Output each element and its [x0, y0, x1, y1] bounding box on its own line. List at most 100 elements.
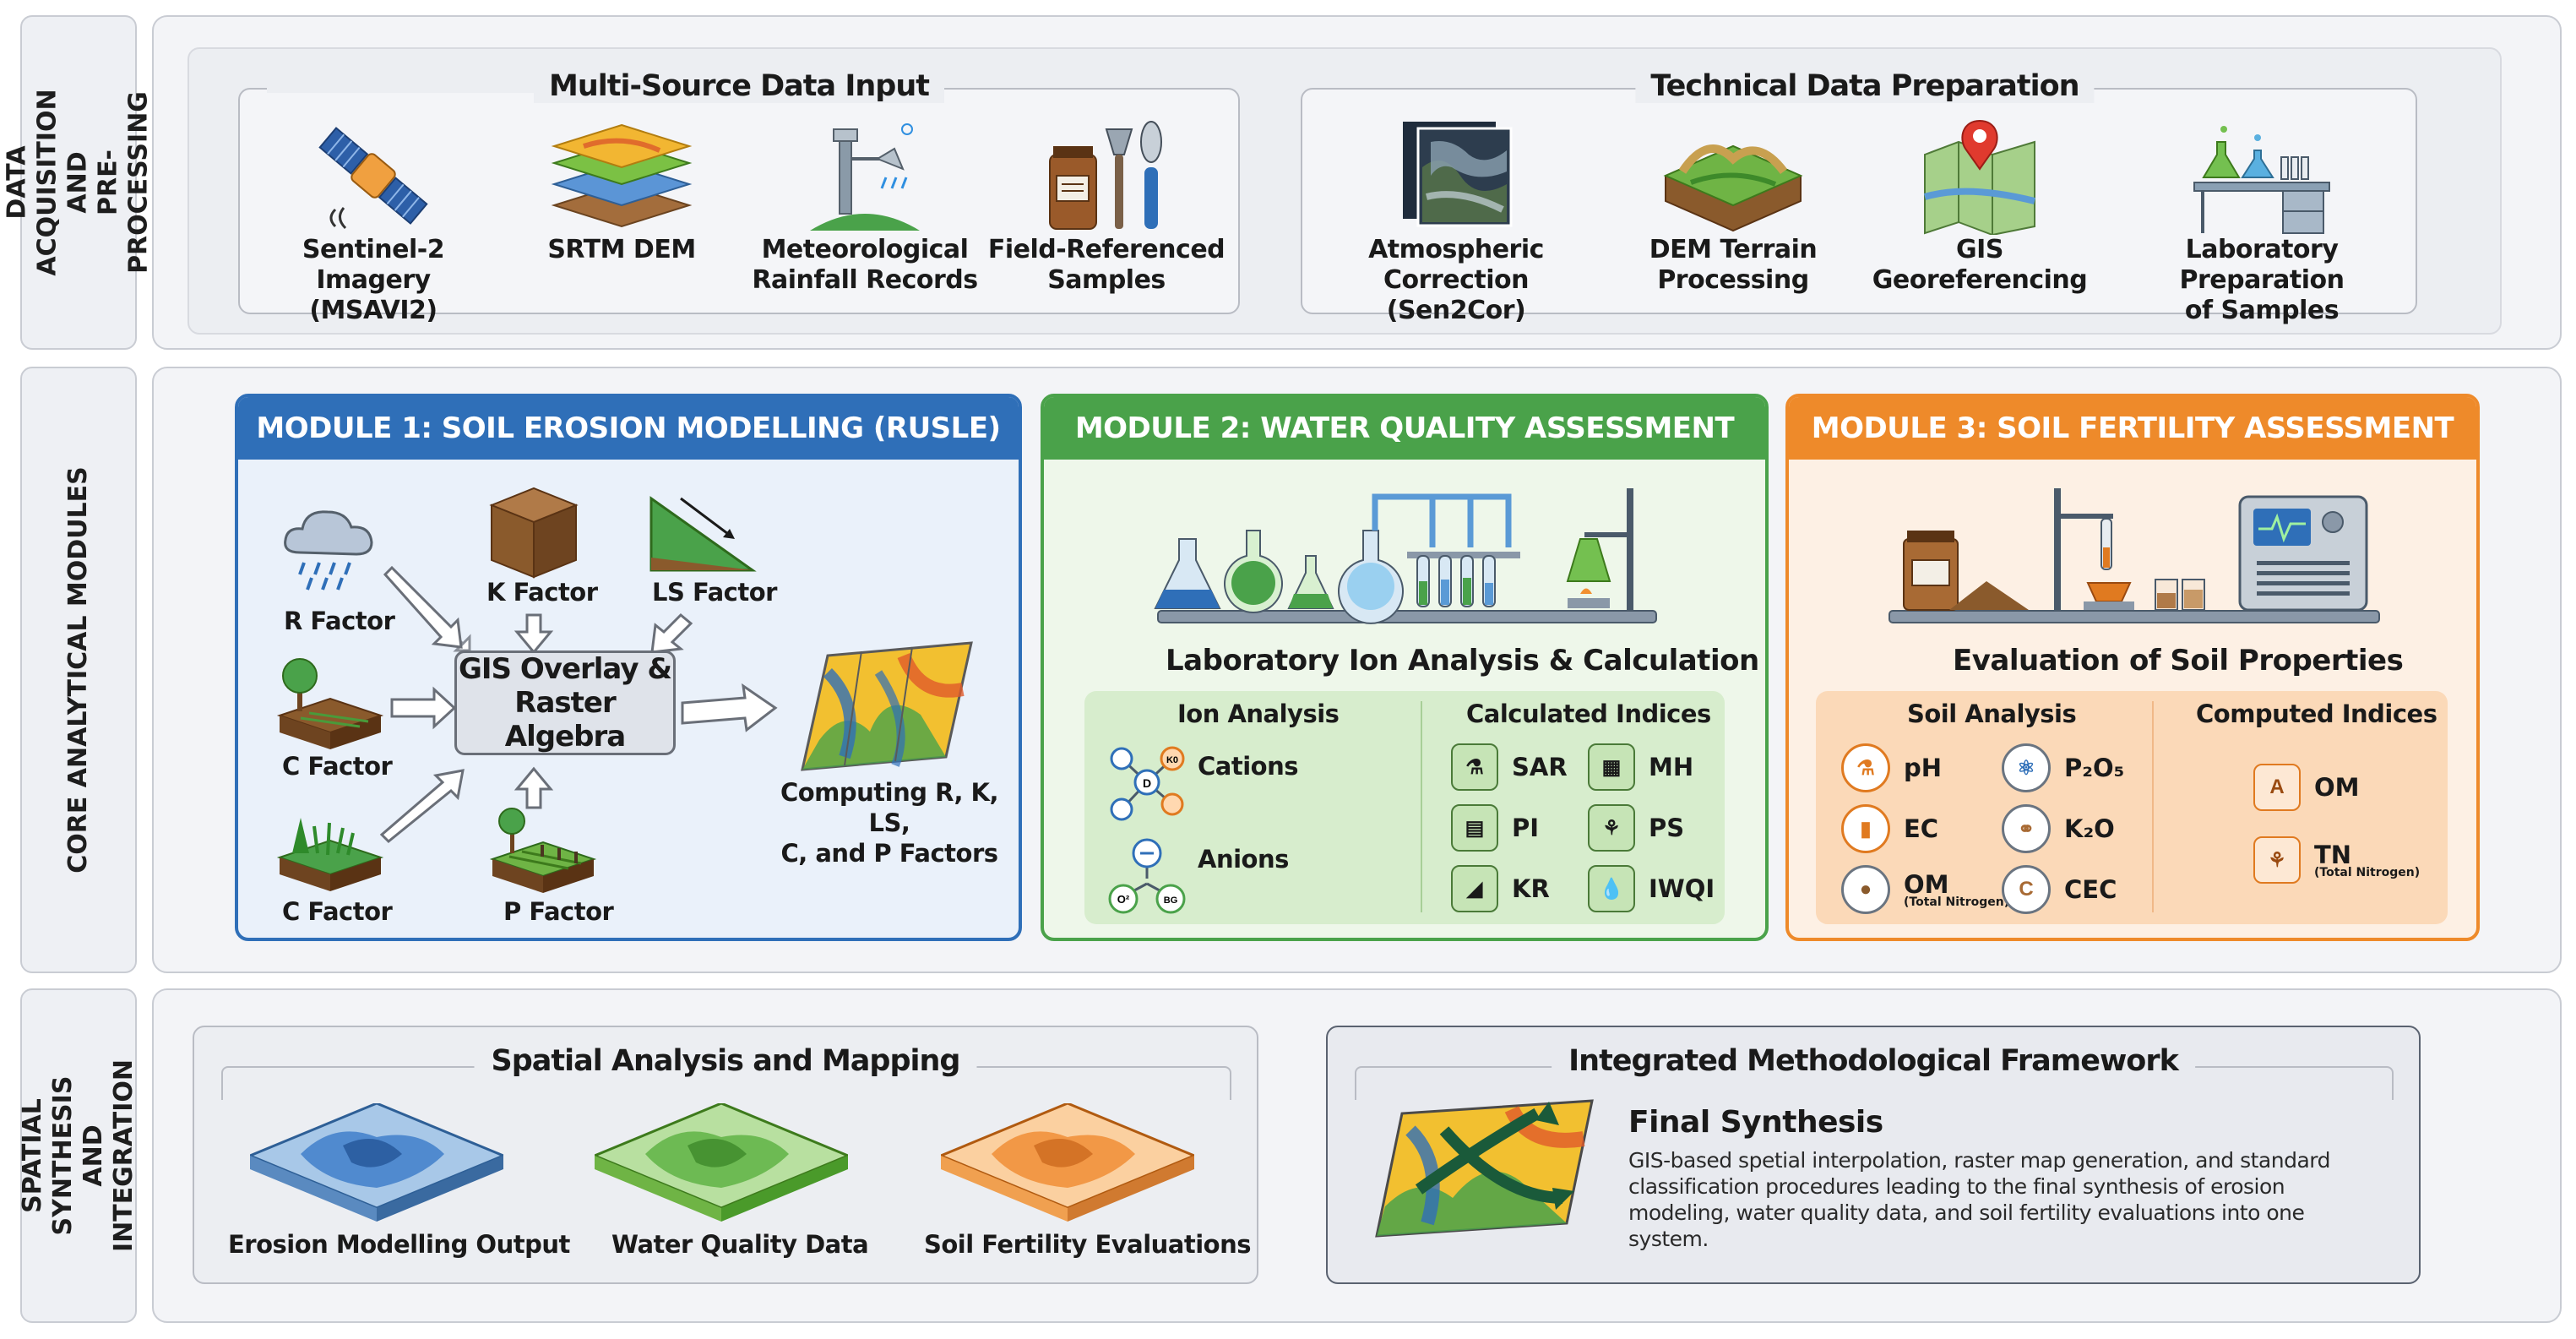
terrace-icon: [488, 796, 598, 901]
layers-icon: [495, 108, 748, 235]
soil-cec: C CEC: [2002, 865, 2117, 914]
soil-ec: ▮ EC: [1841, 804, 1938, 853]
computed-tn-text: TN: [2314, 841, 2352, 869]
soil-cec-label: CEC: [2064, 875, 2117, 904]
index-ps: ⚘ PS: [1588, 804, 1684, 852]
anion-molecule-icon: O² BG: [1100, 836, 1193, 922]
item-rainfall: Meteorological Rainfall Records: [738, 108, 992, 296]
index-sar: ⚗ SAR: [1451, 743, 1568, 791]
soil-k2o-label: K₂O: [2064, 814, 2115, 843]
band-label-core-text: CORE ANALYTICAL MODULES: [63, 466, 93, 874]
final-synthesis-heading: Final Synthesis: [1628, 1105, 1883, 1140]
satellite-image-icon: [1329, 108, 1583, 235]
computed-om-label: OM: [2314, 773, 2360, 802]
index-mh: ▦ MH: [1588, 743, 1693, 791]
final-synthesis-body: GIS-based spetial interpolation, raster …: [1628, 1148, 2331, 1251]
ps-icon: ⚘: [1588, 804, 1635, 852]
module2-divider: [1421, 701, 1422, 912]
svg-text:BG: BG: [1164, 895, 1178, 906]
kr-icon: ◢: [1451, 865, 1498, 912]
k-factor-label: K Factor: [486, 578, 598, 607]
satellite-icon: [247, 108, 500, 235]
calculated-indices-header: Calculated Indices: [1466, 699, 1711, 728]
c-factor-1-label: C Factor: [282, 752, 393, 781]
index-kr: ◢ KR: [1451, 865, 1550, 912]
svg-text:K0: K0: [1166, 755, 1178, 765]
soil-ph-label: pH: [1904, 754, 1943, 782]
soil-om-note: (Total Nitrogen): [1904, 895, 2010, 909]
svg-text:O²: O²: [1117, 893, 1130, 906]
item-georef-label: GIS Georeferencing: [1872, 235, 2088, 295]
grass-plot-icon: [275, 794, 385, 900]
index-mh-label: MH: [1649, 753, 1694, 781]
soil-fertility-map-icon: [937, 1102, 1198, 1226]
item-field-samples: Field-Referenced Samples: [980, 108, 1233, 296]
cation-molecule-icon: D K0: [1100, 743, 1193, 829]
band-label-acquisition: DATA ACQUISITION AND PRE-PROCESSING: [3, 15, 154, 350]
slope-icon: [647, 490, 757, 579]
ec-tube-icon: ▮: [1841, 804, 1890, 853]
map-soil-label: Soil Fertility Evaluations: [924, 1230, 1252, 1259]
tn-index-icon: ⚘: [2253, 836, 2301, 884]
computed-tn-label: TN(Total Nitrogen): [2314, 841, 2420, 879]
item-sentinel: Sentinel-2 Imagery (MSAVI2): [247, 108, 500, 326]
ph-flask-icon: ⚗: [1841, 743, 1890, 792]
band-label-core: CORE ANALYTICAL MODULES: [20, 367, 137, 973]
item-sentinel-label: Sentinel-2 Imagery (MSAVI2): [302, 235, 445, 325]
soil-ph: ⚗ pH: [1841, 743, 1942, 792]
soil-om-text: OM: [1904, 870, 1949, 899]
soil-ec-label: EC: [1904, 814, 1939, 843]
item-atmospheric: Atmospheric Correction (Sen2Cor): [1329, 108, 1583, 326]
gis-overlay-label: GIS Overlay & Raster Algebra: [459, 652, 672, 754]
iwqi-drop-icon: 💧: [1588, 865, 1635, 912]
computed-om: A OM: [2253, 764, 2360, 811]
cec-icon: C: [2002, 865, 2051, 914]
anions-label: Anions: [1198, 845, 1289, 874]
svg-text:D: D: [1143, 776, 1151, 790]
band-label-acquisition-text: DATA ACQUISITION AND PRE-PROCESSING: [3, 89, 155, 276]
soil-lab-equipment-icon: [1885, 480, 2383, 645]
item-atmospheric-label: Atmospheric Correction (Sen2Cor): [1368, 235, 1544, 325]
gis-overlay-box: GIS Overlay & Raster Algebra: [454, 650, 676, 755]
item-srtm: SRTM DEM: [495, 108, 748, 265]
index-sar-label: SAR: [1512, 753, 1568, 781]
terrain-icon: [1606, 108, 1860, 235]
module3-subtitle: Evaluation of Soil Properties: [1953, 644, 2404, 678]
index-ps-label: PS: [1649, 814, 1685, 842]
om-index-icon: A: [2253, 764, 2301, 811]
sar-icon: ⚗: [1451, 743, 1498, 791]
module1-flow-arrows: [379, 565, 778, 844]
module2-subtitle: Laboratory Ion Analysis & Calculation: [1166, 644, 1759, 678]
framework-title: Integrated Methodological Framework: [1552, 1044, 2195, 1078]
index-iwqi: 💧 IWQI: [1588, 865, 1715, 912]
map-erosion-label: Erosion Modelling Output: [228, 1230, 570, 1259]
computed-tn: ⚘ TN(Total Nitrogen): [2253, 836, 2420, 884]
c-factor-2-label: C Factor: [282, 897, 393, 926]
map-water-label: Water Quality Data: [611, 1230, 869, 1259]
mh-icon: ▦: [1588, 743, 1635, 791]
synthesis-map-icon: [1368, 1097, 1598, 1246]
multi-source-title: Multi-Source Data Input: [534, 69, 944, 103]
item-terrain: DEM Terrain Processing: [1606, 108, 1860, 296]
output-label: Computing R, K, LS, C, and P Factors: [780, 778, 999, 868]
computed-indices-header: Computed Indices: [2196, 699, 2437, 728]
item-terrain-label: DEM Terrain Processing: [1649, 235, 1818, 295]
soil-p2o5-label: P₂O₅: [2064, 754, 2125, 782]
lab-bench-icon: [2135, 108, 2389, 235]
band-label-spatial: SPATIAL SYNTHESIS AND INTEGRATION: [18, 988, 139, 1323]
k2o-icon: ⚭: [2002, 804, 2051, 853]
soil-om: ● OM(Total Nitrogen): [1841, 865, 2009, 914]
spatial-title: Spatial Analysis and Mapping: [474, 1044, 977, 1078]
index-pi-label: PI: [1512, 814, 1540, 842]
sample-tools-icon: [980, 108, 1233, 235]
soil-analysis-header: Soil Analysis: [1907, 699, 2077, 728]
band-label-spatial-text: SPATIAL SYNTHESIS AND INTEGRATION: [18, 1059, 139, 1253]
module3-data-panel: [1816, 691, 2448, 924]
water-quality-map-icon: [591, 1102, 851, 1226]
soil-cube-icon: [483, 480, 584, 585]
rain-cloud-icon: [279, 502, 380, 599]
om-soil-icon: ●: [1841, 865, 1890, 914]
multi-source-rule-left: [267, 88, 562, 93]
module2-header: MODULE 2: WATER QUALITY ASSESSMENT: [1044, 397, 1765, 460]
tree-plot-icon: [275, 652, 385, 758]
